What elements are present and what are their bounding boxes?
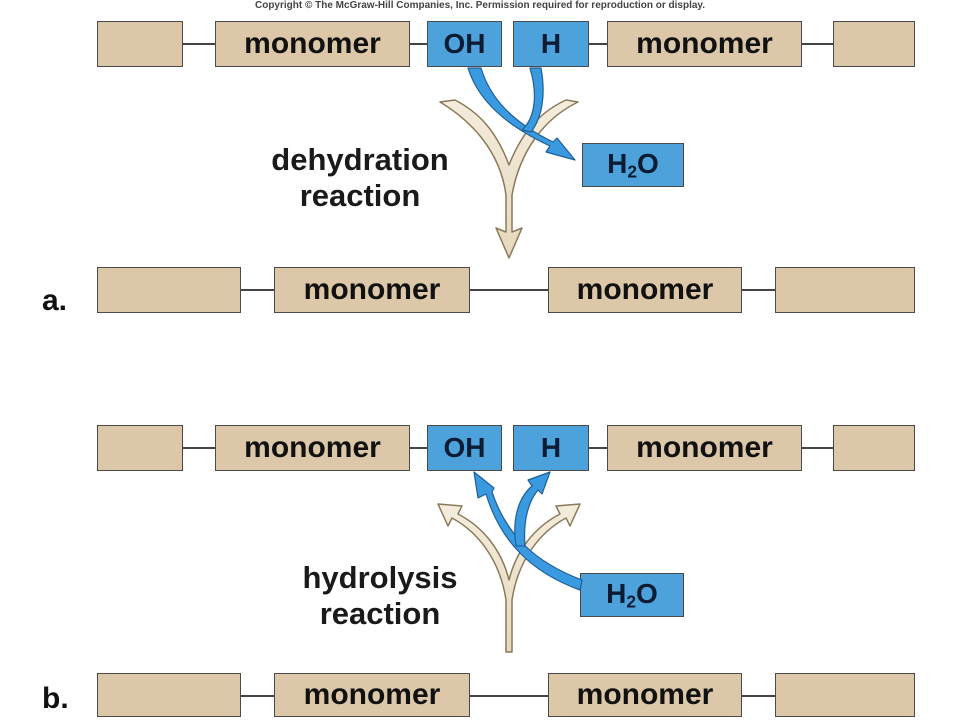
reaction-label-line1: dehydration (271, 142, 449, 177)
monomer-label: monomer (636, 27, 773, 60)
water-box: H2O (582, 143, 684, 187)
bond-line (741, 695, 776, 697)
bond-line (240, 289, 275, 291)
chain-end-box-left (97, 21, 183, 67)
monomer-box: monomer (274, 267, 470, 313)
oh-label: OH (443, 28, 486, 59)
split-arrow-icon (437, 503, 581, 653)
bond-line (800, 43, 834, 45)
monomer-label: monomer (303, 273, 441, 306)
monomer-label: monomer (244, 431, 381, 464)
monomer-box: monomer (548, 673, 742, 717)
blue-arrow-icon (473, 471, 583, 591)
monomer-box: monomer (274, 673, 470, 717)
panel-letter-a: a. (42, 284, 68, 317)
oh-label: OH (443, 432, 486, 463)
bond-line (469, 289, 549, 291)
bond-line (800, 447, 834, 449)
monomer-box: monomer (548, 267, 742, 313)
monomer-label: monomer (576, 678, 714, 711)
reaction-label-line2: reaction (319, 596, 441, 631)
monomer-box: monomer (607, 21, 802, 67)
bond-line (182, 43, 216, 45)
chain-end-box-right (833, 21, 915, 67)
oh-group-box: OH (427, 425, 502, 471)
reaction-label: dehydration reaction (240, 142, 480, 214)
monomer-label: monomer (244, 27, 381, 60)
chain-end-box-right (833, 425, 915, 471)
merge-arrow-icon (439, 99, 579, 259)
bond-line (409, 43, 427, 45)
bond-line (409, 447, 427, 449)
chain-end-box-left (97, 673, 241, 717)
chain-end-box-right (775, 673, 915, 717)
reaction-label-line2: reaction (299, 178, 421, 213)
h-label: H (540, 432, 562, 463)
chain-end-box-right (775, 267, 915, 313)
monomer-label: monomer (636, 431, 773, 464)
bond-line (589, 447, 607, 449)
chain-end-box-left (97, 425, 183, 471)
chain-end-box-left (97, 267, 241, 313)
bond-line (182, 447, 216, 449)
water-label: H2O (606, 577, 658, 612)
monomer-box: monomer (215, 21, 410, 67)
bond-line (469, 695, 549, 697)
reaction-label-line1: hydrolysis (302, 560, 458, 595)
monomer-box: monomer (215, 425, 410, 471)
h-label: H (540, 28, 562, 59)
bond-line (741, 289, 776, 291)
panel-letter-b: b. (42, 682, 69, 715)
h-group-box: H (513, 21, 589, 67)
reaction-label: hydrolysis reaction (260, 560, 500, 632)
oh-group-box: OH (427, 21, 502, 67)
water-label: H2O (607, 147, 659, 182)
h-group-box: H (513, 425, 589, 471)
bond-line (240, 695, 275, 697)
monomer-label: monomer (303, 678, 441, 711)
copyright-notice: Copyright © The McGraw-Hill Companies, I… (254, 0, 706, 11)
water-box: H2O (580, 573, 684, 617)
monomer-box: monomer (607, 425, 802, 471)
monomer-label: monomer (576, 273, 714, 306)
bond-line (589, 43, 607, 45)
blue-arrow-icon (467, 67, 576, 161)
